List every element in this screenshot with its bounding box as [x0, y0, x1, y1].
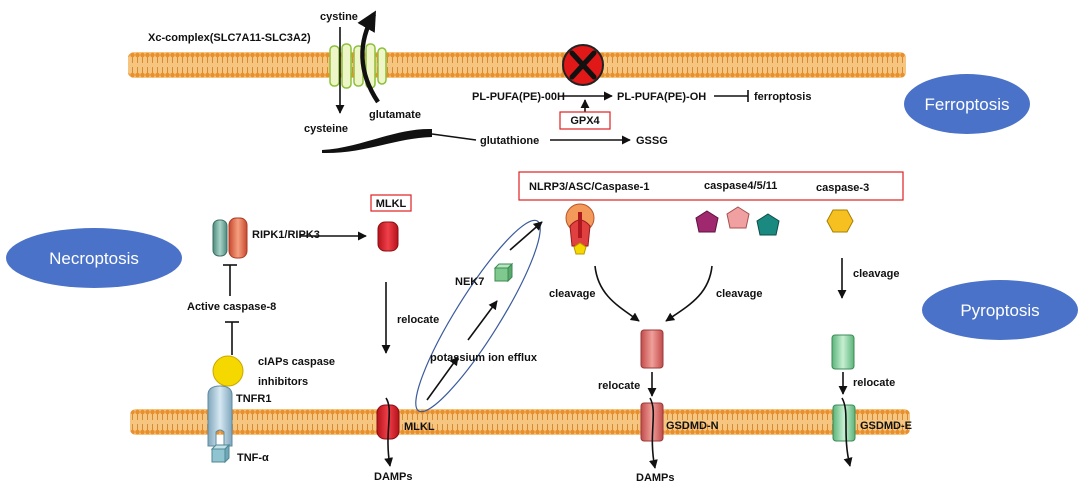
- gsdmd-n-label: GSDMD-N: [666, 420, 719, 432]
- caspase4511-cleavage-arrow: [665, 265, 713, 322]
- potassium-efflux-arrow-2: [467, 300, 498, 341]
- cleavage-caspase3-label: cleavage: [853, 268, 899, 280]
- mlkl-membrane-label: MLKL: [404, 421, 435, 433]
- nek7-to-inflammasome-arrow: [509, 221, 543, 251]
- ferroptosis-badge-label: Ferroptosis: [924, 95, 1009, 114]
- pyroptosis-badge-label: Pyroptosis: [960, 301, 1039, 320]
- ciaps-label-line2: inhibitors: [258, 376, 308, 388]
- cystine-label: cystine: [320, 11, 358, 23]
- caspase4-icon: [695, 210, 719, 233]
- ciaps-inhibit-caspase8: [225, 321, 239, 355]
- potassium-efflux-arrow-1: [426, 356, 459, 401]
- gsdmd-e-protein-icon: [831, 334, 855, 370]
- ripk-label: RIPK1/RIPK3: [252, 229, 320, 241]
- glutathione-label: glutathione: [480, 135, 539, 147]
- pyroptosis-badge: Pyroptosis: [922, 280, 1078, 340]
- tnf-alpha-icon: [210, 443, 231, 464]
- gsdmd-e-relocate-label: relocate: [853, 377, 895, 389]
- xc-transporter-icon: [329, 43, 387, 89]
- necroptosis-badge-label: Necroptosis: [49, 249, 139, 268]
- ferroptosis-badge: Ferroptosis: [904, 74, 1030, 134]
- cleavage-left-label: cleavage: [549, 288, 595, 300]
- glutamate-label: glutamate: [369, 109, 421, 121]
- gpx4-label: GPX4: [570, 115, 600, 127]
- gsdmd-e-membrane-pore-icon: [832, 404, 856, 442]
- mlkl-damps-release-arrow: [384, 397, 394, 467]
- gssg-label: GSSG: [636, 135, 668, 147]
- caspase-header-box: [518, 171, 904, 201]
- pl-pufa-ooh-label: PL-PUFA(PE)-00H: [472, 91, 565, 103]
- pyroptosis-damps-label: DAMPs: [636, 472, 675, 484]
- gpx4-box: [559, 111, 611, 130]
- xc-complex-label: Xc-complex(SLC7A11-SLC3A2): [148, 32, 311, 44]
- caspase5-icon: [726, 206, 750, 229]
- nek7-icon: [493, 262, 514, 283]
- potassium-efflux-label: potassium ion efflux: [430, 352, 538, 364]
- inflammasome-icon: [565, 203, 595, 255]
- gsdmd-e-label: GSDMD-E: [860, 420, 912, 432]
- caspase3-label: caspase-3: [816, 182, 869, 194]
- ferroptosis-outcome-label: ferroptosis: [754, 91, 811, 103]
- mlkl-protein-icon: [377, 221, 399, 252]
- gsdmd-n-damps-release-arrow: [648, 397, 658, 469]
- cleavage-right-label: cleavage: [716, 288, 762, 300]
- top-membrane: [128, 52, 906, 78]
- caspase4511-label: caspase4/5/11: [704, 180, 777, 192]
- mlkl-box: [370, 194, 412, 212]
- ferroptosis-inhibition-line: [714, 90, 749, 102]
- caspase3-icon: [826, 209, 854, 233]
- ciaps-icon: [212, 355, 244, 387]
- mlkl-box-label: MLKL: [376, 198, 407, 210]
- glutamate-export-arrow: [357, 10, 380, 104]
- caspase8-inhibits-ripk: [223, 264, 237, 296]
- necroptosis-damps-label: DAMPs: [374, 471, 413, 483]
- glutathione-synthesis-line: [431, 133, 477, 141]
- caspase1-cleavage-arrow: [594, 265, 640, 322]
- cysteine-label: cysteine: [304, 123, 348, 135]
- ripk1-ripk3-icon: [212, 217, 248, 259]
- potassium-efflux-oval: [415, 219, 541, 413]
- active-caspase8-label: Active caspase-8: [187, 301, 276, 313]
- tnfr1-label: TNFR1: [236, 393, 271, 405]
- tnfr1-receptor-icon: [207, 385, 233, 447]
- bottom-membrane: [130, 409, 910, 435]
- gsdmd-n-protein-icon: [640, 329, 664, 369]
- gsdmd-n-relocate-label: relocate: [598, 380, 640, 392]
- necroptosis-badge: Necroptosis: [6, 228, 182, 288]
- blocked-x-icon: [562, 44, 604, 86]
- tnf-alpha-label: TNF-α: [237, 452, 269, 464]
- glutathione-synthesis-swoosh: [322, 128, 432, 154]
- gsdmd-e-release-arrow: [841, 397, 853, 467]
- ciaps-label-line1: cIAPs caspase: [258, 356, 335, 368]
- nlrp3-label: NLRP3/ASC/Caspase-1: [529, 181, 649, 193]
- mlkl-relocate-label: relocate: [397, 314, 439, 326]
- nek7-label: NEK7: [455, 276, 484, 288]
- caspase11-icon: [756, 213, 780, 236]
- pl-pufa-oh-label: PL-PUFA(PE)-OH: [617, 91, 706, 103]
